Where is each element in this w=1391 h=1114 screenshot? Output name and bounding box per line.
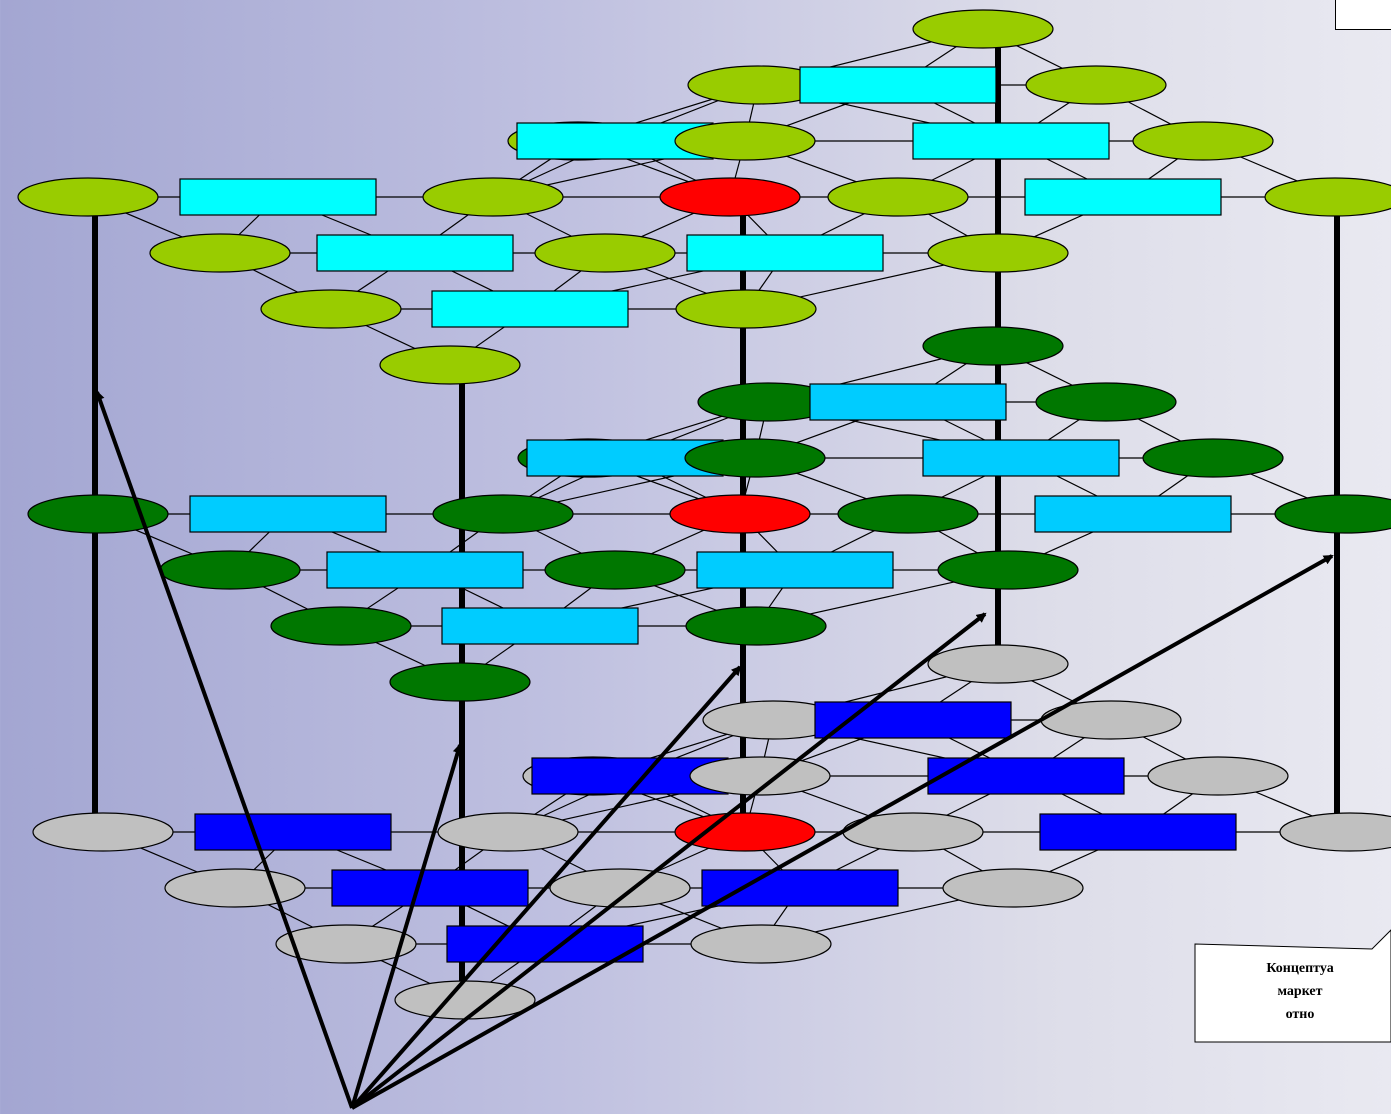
middle-ellipse-node bbox=[937, 550, 1079, 590]
bottom-ellipse-node bbox=[275, 924, 417, 964]
bottom-callout-shape bbox=[1194, 929, 1391, 1043]
middle-rect-node bbox=[696, 551, 894, 589]
middle-rect-node bbox=[441, 607, 639, 645]
fan-arrow bbox=[350, 612, 987, 1110]
top-rect-node bbox=[316, 234, 514, 272]
bottom-ellipse-node bbox=[437, 812, 579, 852]
top-ellipse-node bbox=[422, 177, 564, 217]
middle-ellipse-node bbox=[684, 438, 826, 478]
center-node bbox=[669, 494, 811, 534]
bottom-ellipse-node bbox=[1279, 812, 1391, 852]
top-ellipse-node bbox=[927, 233, 1069, 273]
bottom-rect-node bbox=[701, 869, 899, 907]
bottom-rect-node bbox=[194, 813, 392, 851]
bottom-ellipse-node bbox=[927, 644, 1069, 684]
middle-ellipse-node bbox=[1035, 382, 1177, 422]
middle-ellipse-node bbox=[389, 662, 531, 702]
middle-ellipse-node bbox=[432, 494, 574, 534]
bottom-rect-node bbox=[1039, 813, 1237, 851]
bottom-ellipse-node bbox=[1147, 756, 1289, 796]
top-ellipse-node bbox=[675, 289, 817, 329]
middle-ellipse-node bbox=[837, 494, 979, 534]
fan-arrow bbox=[350, 665, 742, 1110]
middle-ellipse-node bbox=[270, 606, 412, 646]
middle-rect-node bbox=[809, 383, 1007, 421]
fan-arrow bbox=[350, 743, 463, 1109]
middle-rect-node bbox=[189, 495, 387, 533]
middle-rect-node bbox=[326, 551, 524, 589]
top-ellipse-node bbox=[17, 177, 159, 217]
middle-ellipse-node bbox=[922, 326, 1064, 366]
bottom-rect-node bbox=[814, 701, 1012, 739]
top-ellipse-node bbox=[379, 345, 521, 385]
middle-ellipse-node bbox=[1274, 494, 1391, 534]
bottom-ellipse-node bbox=[549, 868, 691, 908]
bottom-rect-node bbox=[331, 869, 529, 907]
bottom-ellipse-node bbox=[942, 868, 1084, 908]
middle-ellipse-node bbox=[1142, 438, 1284, 478]
bottom-ellipse-node bbox=[32, 812, 174, 852]
middle-rect-node bbox=[1034, 495, 1232, 533]
top-ellipse-node bbox=[260, 289, 402, 329]
top-rect-node bbox=[686, 234, 884, 272]
top-ellipse-node bbox=[149, 233, 291, 273]
top-callout-box bbox=[1335, 0, 1391, 30]
center-node bbox=[659, 177, 801, 217]
bottom-ellipse-node bbox=[689, 756, 831, 796]
top-ellipse-node bbox=[534, 233, 676, 273]
top-rect-node bbox=[912, 122, 1110, 160]
center-node bbox=[674, 812, 816, 852]
fan-arrows bbox=[94, 390, 1334, 1110]
top-ellipse-node bbox=[912, 9, 1054, 49]
callout-label: Концептуа маркет отно bbox=[1266, 961, 1334, 1022]
middle-rect-node bbox=[526, 439, 724, 477]
top-rect-node bbox=[179, 178, 377, 216]
top-ellipse-node bbox=[1025, 65, 1167, 105]
middle-ellipse-node bbox=[685, 606, 827, 646]
top-rect-node bbox=[431, 290, 629, 328]
middle-rect-node bbox=[922, 439, 1120, 477]
top-rect-node bbox=[799, 66, 997, 104]
top-ellipse-node bbox=[827, 177, 969, 217]
fan-arrow bbox=[351, 554, 1334, 1110]
top-rect-node bbox=[1024, 178, 1222, 216]
middle-ellipse-node bbox=[544, 550, 686, 590]
top-ellipse-node bbox=[1132, 121, 1274, 161]
middle-ellipse-node bbox=[27, 494, 169, 534]
fan-arrow bbox=[94, 390, 354, 1109]
top-ellipse-node bbox=[1264, 177, 1391, 217]
lattice-nodes bbox=[17, 9, 1391, 1020]
top-ellipse-node bbox=[674, 121, 816, 161]
bottom-ellipse-node bbox=[690, 924, 832, 964]
